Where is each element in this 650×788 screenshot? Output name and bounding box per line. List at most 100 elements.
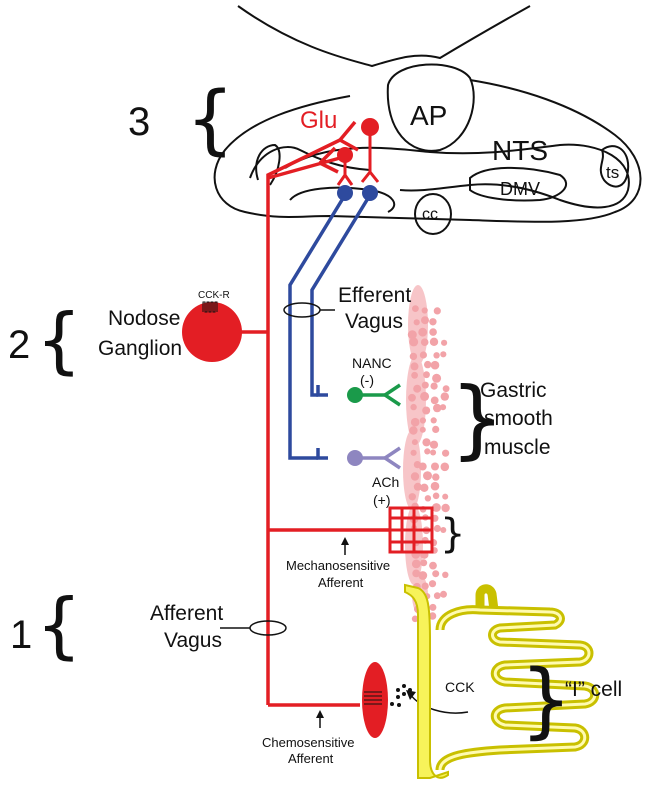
efferent-vagus-line2: Vagus [345, 310, 403, 333]
glu-terminal-upper-a [338, 120, 357, 142]
mechano-line2: Afferent [318, 575, 364, 590]
muscle-dot [429, 561, 437, 570]
muscle-dot [433, 403, 442, 413]
muscle-dot [429, 440, 439, 449]
ach-terminal [381, 446, 401, 470]
efferent-terminal-ach [316, 448, 328, 460]
muscle-dot [410, 417, 420, 427]
muscle-dot [420, 483, 429, 492]
muscle-dot [412, 569, 421, 578]
muscle-dot [409, 337, 419, 347]
brace-icell: } [520, 653, 572, 748]
nanc-neuron [347, 383, 401, 407]
muscle-dot [440, 392, 449, 401]
muscle-dot [419, 351, 427, 359]
muscle-dot [442, 571, 449, 578]
muscle-line3: muscle [484, 436, 551, 459]
ach-label: ACh [372, 474, 399, 490]
afferent-pathway [238, 120, 390, 707]
muscle-dot [419, 417, 426, 424]
glu-terminal-lower-b [319, 161, 339, 174]
muscle-dot [421, 582, 429, 590]
efferent-line-inner [310, 194, 372, 397]
muscle-dot [430, 417, 437, 424]
cck-r-receptor-icon [202, 301, 218, 313]
nanc-terminal [381, 383, 401, 407]
afferent-vagus-line1: Afferent [150, 602, 223, 625]
muscle-dot [408, 393, 416, 402]
cck-r-label: CCK-R [198, 290, 230, 301]
nts-neurons [336, 118, 380, 186]
muscle-dot [411, 615, 419, 623]
muscle-dot [424, 495, 432, 502]
cc-region [414, 193, 452, 235]
muscle-dot [411, 439, 418, 446]
muscle-dot [430, 449, 437, 456]
muscle-dot [424, 360, 432, 369]
muscle-dot [432, 492, 440, 500]
ach-neuron [347, 446, 401, 470]
villi-fill [438, 608, 597, 771]
muscle-dot [411, 371, 418, 379]
brace-level-2: { [36, 298, 82, 382]
ts-label: ts [606, 163, 619, 182]
muscle-dot [409, 352, 418, 361]
mechanoreceptor [388, 506, 434, 554]
brace-level-1: { [36, 583, 82, 667]
muscle-dot [432, 503, 441, 512]
muscle-dot [432, 425, 440, 433]
muscle-dot [440, 351, 447, 358]
muscle-dot [428, 580, 437, 588]
muscle-dot [424, 448, 431, 455]
muscle-dot [429, 318, 437, 326]
muscle-dot [418, 462, 427, 471]
nts-synapse-1 [360, 169, 380, 183]
muscle-dot [410, 449, 417, 456]
muscle-dot [441, 503, 450, 513]
ach-soma [347, 450, 363, 466]
nts-neuron-1 [361, 118, 379, 136]
ach-sign: (+) [373, 492, 391, 508]
muscle-dot [423, 471, 432, 481]
chemo-line2: Afferent [288, 751, 334, 766]
muscle-dot [440, 462, 450, 472]
ap-region [386, 63, 475, 152]
muscle-dot [432, 473, 440, 481]
efferent-line-outer [288, 194, 347, 460]
cck-arrow [409, 693, 469, 714]
ganglion-name-line2: Ganglion [98, 337, 182, 360]
dmv-neuron-1 [337, 185, 353, 201]
i-cell-outline [404, 583, 449, 779]
glu-label: Glu [300, 107, 337, 134]
cck-receptor-icon [364, 691, 382, 705]
brace-muscle: } [450, 369, 505, 469]
glu-terminal-upper-b [339, 138, 359, 152]
muscle-dot [419, 426, 426, 433]
glu-terminal-lower-a [318, 146, 337, 165]
gastric-muscle [403, 285, 450, 623]
afferent-entry-upper [266, 138, 341, 190]
muscle-dot [430, 382, 438, 390]
dmv-label: DMV [500, 179, 540, 199]
nts-region [284, 143, 630, 209]
level-3-label: 3 [128, 100, 150, 144]
muscle-dot [421, 316, 429, 325]
muscle-dot [412, 305, 419, 312]
afferent-vagus-line2: Vagus [164, 629, 222, 652]
nanc-sign: (-) [360, 372, 374, 388]
cc-label: cc [422, 206, 438, 223]
muscle-dot [433, 592, 441, 600]
muscle-line1: Gastric [480, 379, 547, 402]
muscle-dot [433, 352, 440, 359]
muscle-dot [442, 449, 450, 457]
mechano-line1: Mechanosensitive [286, 558, 390, 573]
level-2-label: 2 [8, 323, 30, 367]
muscle-dot [430, 481, 440, 491]
chemo-line1: Chemosensitive [262, 735, 355, 750]
muscle-dot [422, 406, 431, 415]
nanc-soma [347, 387, 363, 403]
muscle-dot [420, 559, 428, 567]
muscle-dot [429, 603, 437, 611]
